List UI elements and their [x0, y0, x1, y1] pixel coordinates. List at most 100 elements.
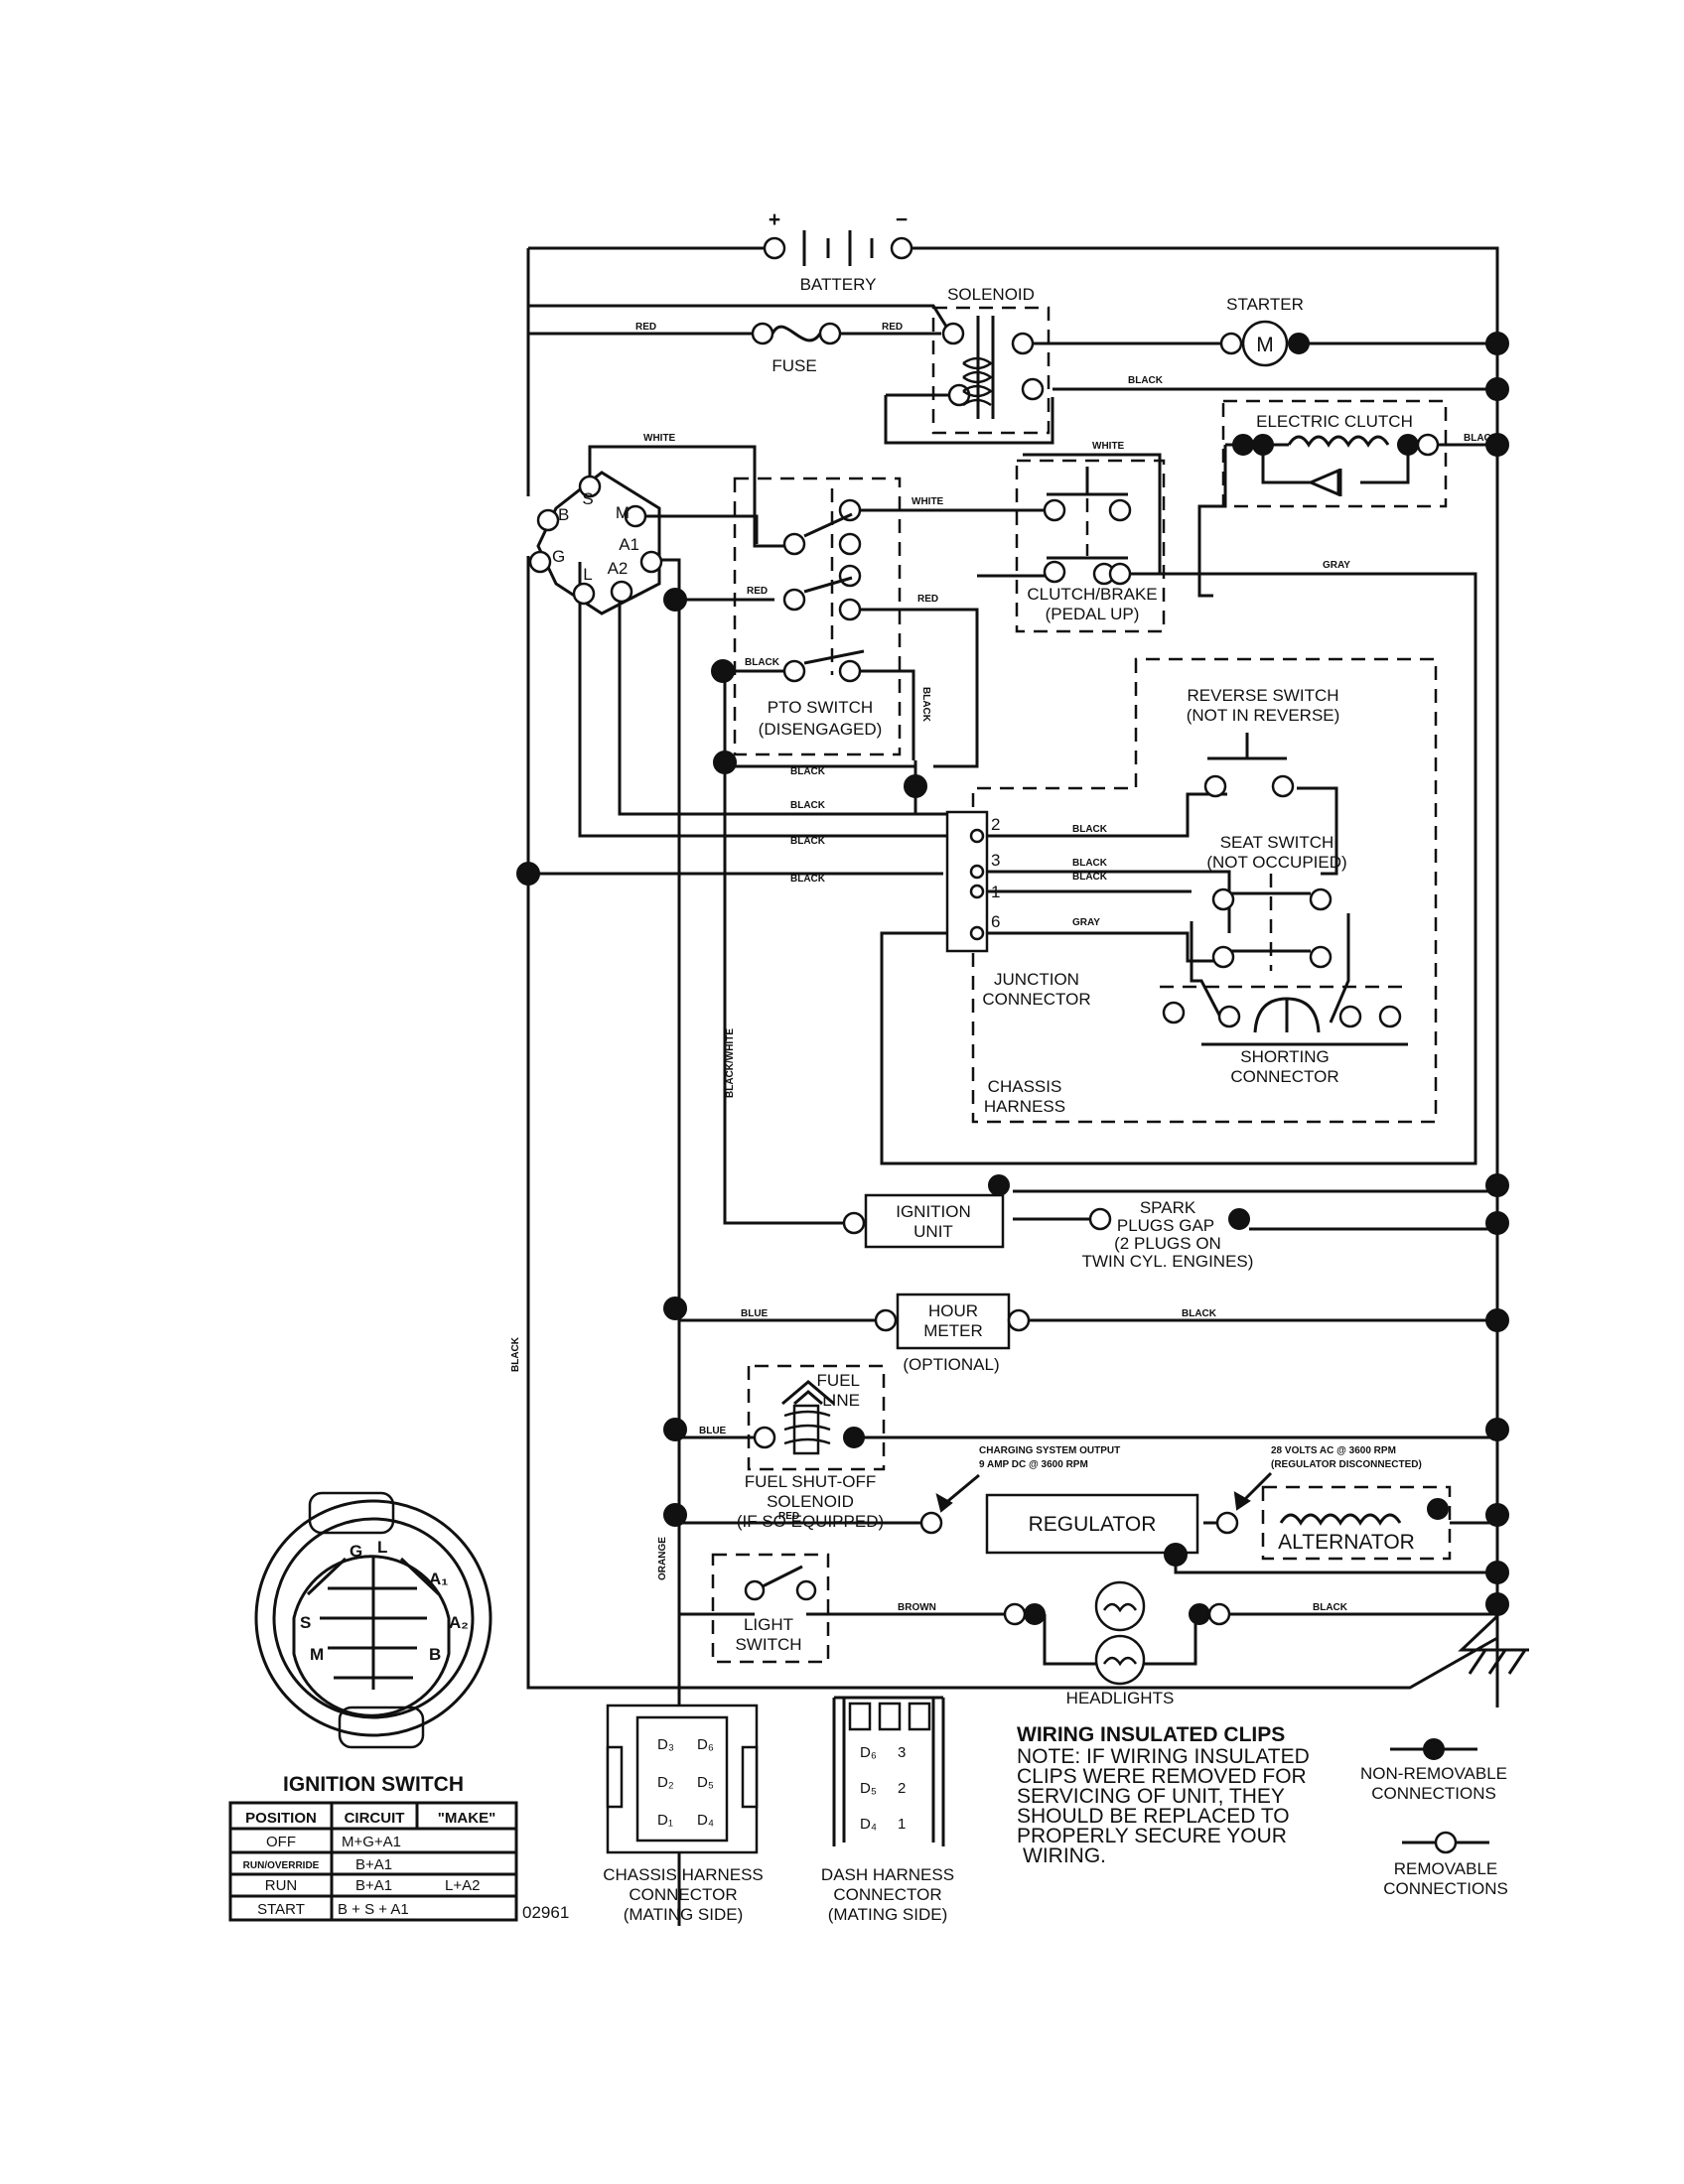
switch-face-a1: A₁ [429, 1570, 448, 1588]
dash-connector-label: DASH HARNESS [821, 1865, 954, 1884]
wire-label-black-12: BLACK [1313, 1602, 1348, 1613]
ignition-switch-schematic: S M B A1 G L A2 [528, 471, 663, 615]
chassis-harness-label: CHASSIS [988, 1077, 1062, 1096]
junction-pin-3: 3 [991, 851, 1000, 870]
chassis-harness-connector: D₃ D₆ D₂ D₅ D₁ D₄ CHASSIS HARNESS CONNEC… [603, 1704, 764, 1924]
wire-label-red-5: RED [778, 1511, 799, 1522]
drawing-number: 02961 [522, 1903, 569, 1922]
alternator-label: ALTERNATOR [1278, 1531, 1415, 1554]
terminal-g: G [552, 547, 565, 566]
wire-label-red-3: RED [747, 586, 768, 597]
junction-pin-2: 2 [991, 815, 1000, 834]
junction-connector: 2 3 1 6 JUNCTION CONNECTOR [945, 810, 1091, 1009]
wire-label-black-vertical: BLACK [920, 687, 931, 723]
ignition-switch-title: IGNITION SWITCH [283, 1773, 464, 1796]
chassis-pin-d5: D₅ [697, 1774, 714, 1791]
light-circuit: LIGHT SWITCH HEADLIGHTS [711, 1553, 1231, 1707]
switch-face-g: G [350, 1542, 362, 1561]
wire-label-black-4: BLACK [790, 766, 826, 777]
switch-face-b: B [429, 1645, 441, 1664]
wire-label-orange: ORANGE [657, 1537, 668, 1580]
note-line-6: WIRING. [1023, 1844, 1106, 1867]
junction-pin-1: 1 [991, 883, 1000, 901]
table-row-start-position: START [257, 1901, 305, 1918]
wire-label-white-1: WHITE [643, 433, 676, 444]
chassis-connector-label: CHASSIS HARNESS [603, 1865, 764, 1884]
legend: NON-REMOVABLE CONNECTIONS REMOVABLE CONN… [1360, 1738, 1508, 1898]
light-switch-sublabel: SWITCH [735, 1635, 801, 1654]
dash-connector-sublabel: CONNECTOR [833, 1885, 941, 1904]
chassis-harness-group: REVERSE SWITCH (NOT IN REVERSE) SEAT SWI… [971, 657, 1438, 1124]
electric-clutch-symbol: ELECTRIC CLUTCH [1221, 399, 1448, 508]
wire-label-red-1: RED [635, 322, 656, 333]
note-line-2: CLIPS WERE REMOVED FOR [1017, 1765, 1307, 1788]
hour-meter-sublabel: METER [923, 1321, 983, 1340]
wire-label-brown: BROWN [898, 1602, 936, 1613]
ac-output-note: (REGULATOR DISCONNECTED) [1271, 1459, 1422, 1470]
wire-label-black-9: BLACK [1072, 858, 1108, 869]
hour-meter-label: HOUR [928, 1301, 978, 1320]
note-line-4: SHOULD BE REPLACED TO [1017, 1805, 1290, 1828]
terminal-a1: A1 [619, 535, 639, 554]
reverse-switch-label: REVERSE SWITCH [1187, 686, 1338, 705]
dash-pin-2: 2 [898, 1780, 906, 1797]
chassis-pin-d1: D₁ [657, 1812, 673, 1829]
junction-pin-6: 6 [991, 912, 1000, 931]
starter-symbol: M STARTER [1219, 295, 1310, 367]
charging-output-label: CHARGING SYSTEM OUTPUT [979, 1445, 1120, 1456]
chassis-connector-side: (MATING SIDE) [624, 1905, 744, 1924]
terminal-a2: A2 [608, 559, 629, 578]
chassis-pin-d6: D₆ [697, 1736, 714, 1753]
wire-label-white-2: WHITE [1092, 441, 1125, 452]
ignition-unit-sublabel: UNIT [913, 1222, 953, 1241]
seat-switch-sublabel: (NOT OCCUPIED) [1206, 853, 1346, 872]
terminal-b: B [558, 505, 569, 524]
chassis-connector-sublabel: CONNECTOR [629, 1885, 737, 1904]
chassis-harness-sublabel: HARNESS [984, 1097, 1065, 1116]
wire-label-black-1: BLACK [1128, 375, 1164, 386]
table-row-run-circuit: B+A1 [355, 1877, 392, 1894]
wiring-clips-note: WIRING INSULATED CLIPS NOTE: IF WIRING I… [1017, 1723, 1310, 1867]
fuel-solenoid-note: (IF SO EQUIPPED) [737, 1512, 884, 1531]
spark-plugs-note-1: (2 PLUGS ON [1114, 1234, 1221, 1253]
fuel-line-label: FUEL [817, 1371, 860, 1390]
wire-label-red-2: RED [882, 322, 903, 333]
chassis-pin-d4: D₄ [697, 1812, 714, 1829]
wire-label-black-6: BLACK [790, 836, 826, 847]
chassis-pin-d3: D₃ [657, 1736, 674, 1753]
shorting-connector-label: SHORTING [1240, 1047, 1329, 1066]
starter-motor-m: M [1256, 334, 1274, 356]
ignition-unit: IGNITION UNIT SPARK PLUGS GAP (2 PLUGS O… [842, 1174, 1253, 1271]
table-row-off-position: OFF [266, 1834, 296, 1850]
legend-non-removable-dot [1423, 1738, 1445, 1760]
starter-label: STARTER [1226, 295, 1304, 314]
hour-meter: HOUR METER (OPTIONAL) [874, 1293, 1031, 1374]
wire-label-black-white: BLACK/WHITE [725, 1028, 736, 1098]
switch-face-s: S [300, 1613, 311, 1632]
spark-plugs-gap: PLUGS GAP [1117, 1216, 1214, 1235]
table-header-circuit: CIRCUIT [345, 1810, 405, 1827]
wire-label-black-10: BLACK [1072, 872, 1108, 883]
ignition-switch-face: G L A₁ S A₂ M B IGNITION SWITCH [254, 1491, 492, 1796]
dash-connector-side: (MATING SIDE) [828, 1905, 948, 1924]
clutch-brake-sublabel: (PEDAL UP) [1046, 605, 1140, 623]
wire-label-black-2: BLACK [1464, 433, 1499, 444]
terminal-m: M [616, 503, 630, 522]
solenoid-symbol: SOLENOID [931, 285, 1051, 435]
wires [526, 246, 1529, 1926]
fuel-solenoid-label: FUEL SHUT-OFF [745, 1472, 877, 1491]
dash-pin-d5: D₅ [860, 1780, 877, 1797]
wire-label-black-left: BLACK [510, 1336, 521, 1372]
dash-pin-3: 3 [898, 1744, 906, 1761]
switch-face-m: M [310, 1645, 324, 1664]
table-row-start-circuit: B + S + A1 [338, 1901, 409, 1918]
table-row-override-position: RUN/OVERRIDE [243, 1860, 320, 1871]
legend-removable-sublabel: CONNECTIONS [1383, 1879, 1508, 1898]
note-line-1: NOTE: IF WIRING INSULATED [1017, 1745, 1310, 1768]
wire-label-gray-2: GRAY [1072, 917, 1100, 928]
switch-face-a2: A₂ [449, 1613, 469, 1632]
clutch-brake-switch-symbol: CLUTCH/BRAKE (PEDAL UP) [1015, 459, 1166, 633]
ignition-switch-table: POSITION CIRCUIT "MAKE" OFF M+G+A1 RUN/O… [228, 1801, 569, 1922]
wire-label-black-11: BLACK [1182, 1308, 1217, 1319]
legend-removable-dot [1434, 1831, 1458, 1854]
